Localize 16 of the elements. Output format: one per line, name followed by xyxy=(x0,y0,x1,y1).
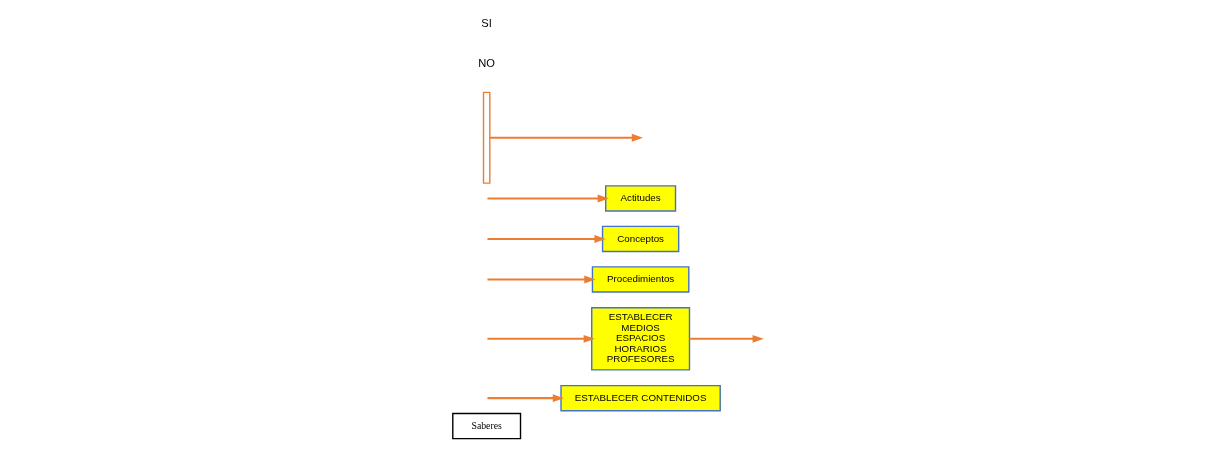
node-box: Procedimientos xyxy=(591,266,690,293)
arrow xyxy=(689,334,764,343)
label: SI xyxy=(481,16,492,29)
arrow xyxy=(487,334,595,343)
arrow xyxy=(487,235,606,243)
arrow xyxy=(487,394,564,403)
arrow xyxy=(487,194,609,203)
node-box: Saberes xyxy=(452,412,522,440)
node-box: Conceptos xyxy=(601,225,680,253)
node-bracket xyxy=(482,91,491,184)
arrow xyxy=(490,133,643,142)
label: NO xyxy=(478,57,496,70)
node-box: ESTABLECER CONTENIDOS xyxy=(560,384,721,412)
node-box: Actitudes xyxy=(605,185,677,212)
node-box: ESTABLECER MEDIOS ESPACIOS HORARIOS PROFESORES xyxy=(591,307,691,371)
arrow xyxy=(487,275,596,284)
